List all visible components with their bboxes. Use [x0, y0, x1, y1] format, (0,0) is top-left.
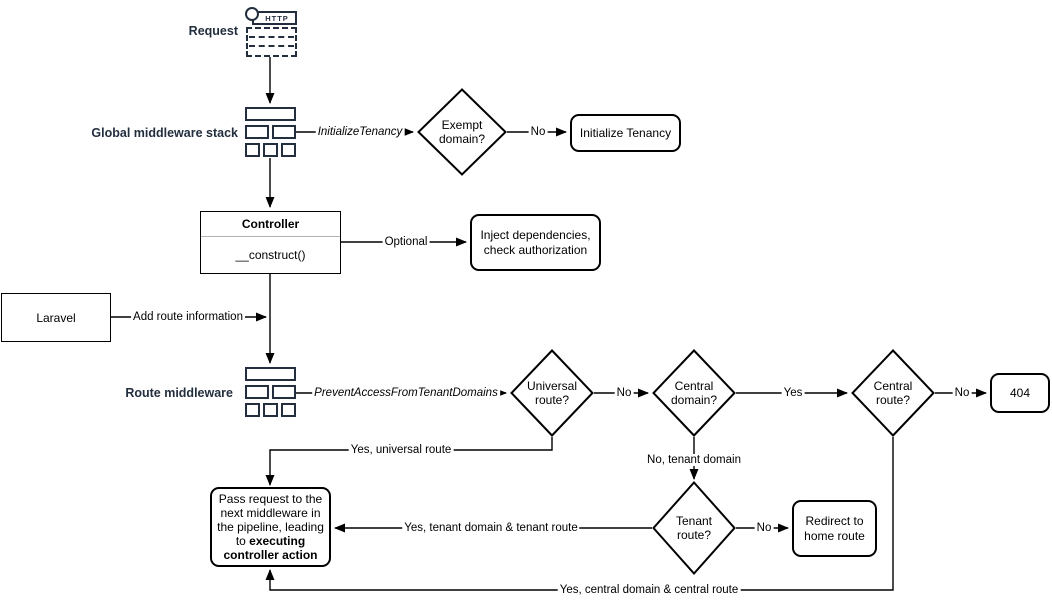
stack-block — [245, 125, 269, 139]
decision-central-domain-label: Central domain? — [670, 378, 718, 407]
controller-method: __construct() — [235, 248, 306, 262]
request-body-box — [246, 27, 297, 57]
decision-exempt-domain: Exempt domain? — [417, 88, 507, 176]
decision-universal-route: Universal route? — [510, 349, 594, 437]
laravel-box: Laravel — [1, 293, 111, 342]
global-middleware-stack-label: Global middleware stack — [91, 126, 238, 140]
global-middleware-stack-icon — [245, 107, 296, 158]
redirect-home-box: Redirect to home route — [792, 500, 877, 557]
stack-block — [281, 403, 296, 417]
decision-central-domain: Central domain? — [652, 349, 736, 437]
stack-block — [263, 143, 278, 157]
edge-label-no-tenant-domain: No, tenant domain — [645, 454, 743, 466]
request-label: Request — [188, 24, 238, 38]
not-found-box: 404 — [990, 373, 1050, 413]
http-label: HTTP — [265, 13, 289, 23]
edge-label-tenant-no: No — [754, 522, 774, 534]
stack-block — [245, 143, 260, 157]
pass-request-label: Pass request to the next middleware in t… — [216, 492, 325, 562]
stack-block — [245, 403, 260, 417]
initialize-tenancy-box: Initialize Tenancy — [570, 114, 681, 152]
request-circle-glyph — [245, 7, 259, 21]
laravel-label: Laravel — [36, 310, 76, 325]
stack-block — [281, 143, 296, 157]
edge-label-central-domain-yes: Yes — [781, 387, 805, 399]
not-found-label: 404 — [1009, 385, 1031, 400]
edge-label-initialize-tenancy: InitializeTenancy — [315, 126, 405, 138]
edge-label-yes-central: Yes, central domain & central route — [557, 584, 741, 596]
decision-central-route-label: Central route? — [873, 378, 913, 407]
edge-label-optional: Optional — [382, 236, 430, 248]
controller-title: Controller — [201, 212, 340, 237]
pass-request-bold-text: executing controller action — [223, 534, 318, 563]
controller-box: Controller __construct() — [200, 211, 341, 274]
decision-tenant-route-label: Tenant route? — [675, 513, 713, 542]
route-middleware-stack-icon — [245, 367, 296, 418]
edge-label-universal-no: No — [614, 387, 634, 399]
request-body-line — [249, 45, 294, 47]
decision-tenant-route: Tenant route? — [652, 481, 736, 575]
decision-universal-route-label: Universal route? — [526, 378, 577, 407]
stack-block — [263, 403, 278, 417]
stack-block — [245, 385, 269, 399]
request-body-line — [249, 36, 294, 38]
inject-dependencies-label: Inject dependencies, check authorization — [480, 228, 591, 257]
edge-label-central-route-no: No — [952, 387, 972, 399]
edge-label-yes-tenant: Yes, tenant domain & tenant route — [402, 522, 580, 534]
inject-dependencies-box: Inject dependencies, check authorization — [470, 214, 601, 271]
stack-block — [245, 367, 296, 381]
route-middleware-label: Route middleware — [125, 386, 233, 400]
pass-request-box: Pass request to the next middleware in t… — [210, 487, 331, 567]
http-request-icon: HTTP — [245, 6, 297, 57]
edge-label-exempt-no: No — [528, 126, 548, 138]
edge-label-add-route-information: Add route information — [131, 311, 245, 323]
stack-block — [272, 385, 296, 399]
pass-request-text: Pass request to the next middleware in t… — [217, 491, 324, 549]
redirect-home-label: Redirect to home route — [804, 514, 865, 543]
http-label-box: HTTP — [252, 11, 297, 25]
decision-central-route: Central route? — [851, 349, 935, 437]
stack-block — [272, 125, 296, 139]
initialize-tenancy-label: Initialize Tenancy — [579, 125, 672, 140]
stack-block — [245, 107, 296, 121]
edge-label-prevent-access: PreventAccessFromTenantDomains — [312, 387, 500, 399]
decision-exempt-domain-label: Exempt domain? — [438, 117, 486, 146]
edge-label-universal-yes: Yes, universal route — [348, 444, 454, 456]
